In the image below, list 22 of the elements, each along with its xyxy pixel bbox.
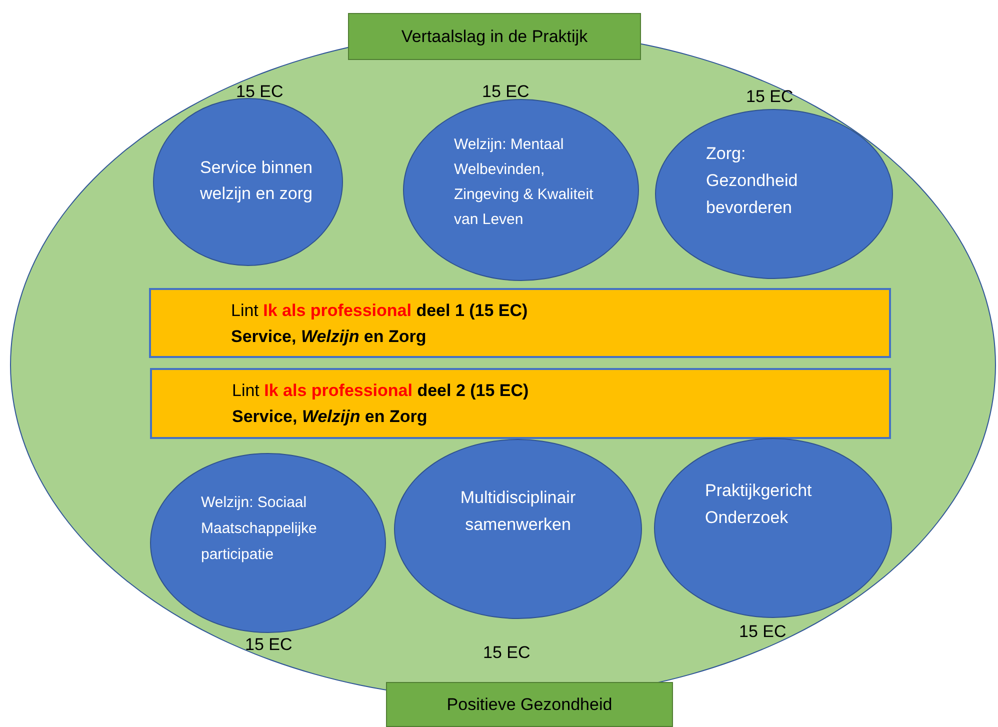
title-box [348, 13, 641, 60]
topic-text: Service binnen welzijn en zorg [200, 157, 314, 204]
heading-text: Positieve Gezondheid [446, 694, 612, 716]
ribbon-text: Service, Welzijn en Zorg [232, 406, 428, 428]
title-box [386, 682, 673, 727]
credit-label: 15 EC [746, 86, 794, 108]
ribbon-text: Service, Welzijn en Zorg [231, 326, 426, 348]
topic-text: Praktijkgericht Onderzoek [705, 480, 813, 529]
credit-label: 15 EC [483, 642, 530, 664]
topic-text: Multidisciplinair samenwerken [459, 487, 577, 536]
topic-text: Welzijn: Mentaal Welbevinden, Zingeving & Kwaliteit van Leven [454, 135, 594, 230]
credit-label: 15 EC [245, 634, 292, 656]
topic-text: Welzijn: Sociaal Maatschappelijke participatie [201, 493, 318, 565]
ribbon-bar [150, 368, 891, 439]
ribbon-text: Lint Ik als professional deel 1 (15 EC) [231, 300, 528, 322]
credit-label: 15 EC [739, 621, 786, 643]
heading-text: Vertaalslag in de Praktijk [401, 26, 588, 48]
credit-label: 15 EC [482, 81, 530, 103]
ribbon-bar [149, 288, 891, 358]
ribbon-text: Lint Ik als professional deel 2 (15 EC) [232, 380, 529, 402]
credit-label: 15 EC [236, 81, 284, 103]
topic-text: Zorg: Gezondheid bevorderen [706, 143, 799, 219]
